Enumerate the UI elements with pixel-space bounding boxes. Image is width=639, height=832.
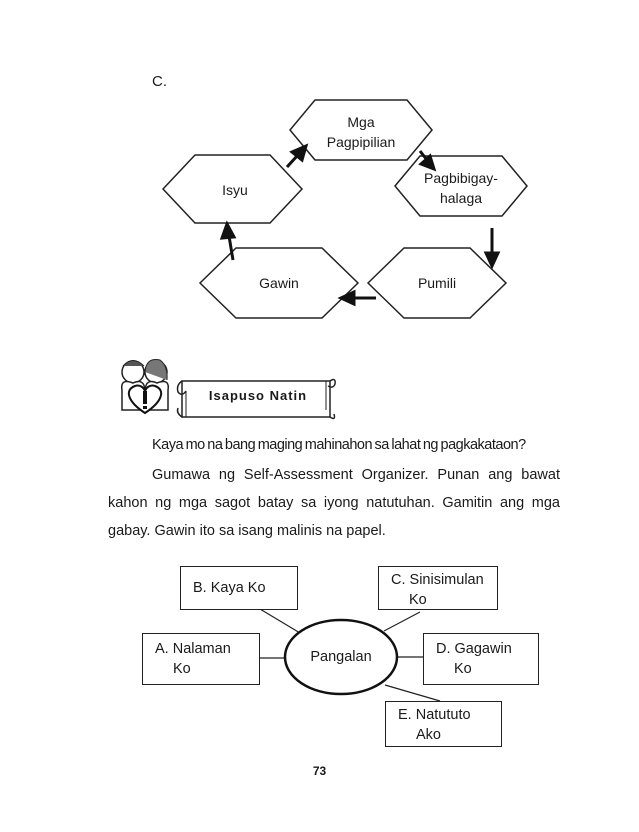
children-heart-icon bbox=[120, 359, 170, 415]
center-ellipse bbox=[283, 618, 399, 696]
hex-label-gawin: Gawin bbox=[259, 275, 299, 291]
box-kaya-ko: B. Kaya Ko bbox=[180, 566, 298, 610]
instruction-text: Gumawa ng Self-Assessment Organizer. Pun… bbox=[108, 467, 560, 539]
hex-label-mga-pagpipilian: Mga Pagpipilian bbox=[326, 114, 396, 150]
arrow-pagpipilian-to-pagbibigay bbox=[418, 150, 437, 172]
connector-e bbox=[384, 684, 441, 702]
arrow-isyu-to-pagpipilian bbox=[285, 143, 309, 169]
hex-mga-pagpipilian bbox=[289, 99, 433, 161]
hex-gawin bbox=[198, 247, 360, 319]
page-number: 73 bbox=[312, 764, 327, 778]
section-label: C. bbox=[152, 73, 167, 90]
banner-scroll bbox=[176, 378, 336, 420]
connector-c bbox=[383, 611, 421, 632]
hex-label-isyu: Isyu bbox=[222, 182, 248, 198]
box-sinisimulan-ko: C. Sinisimulan Ko bbox=[378, 566, 498, 610]
hex-isyu bbox=[161, 154, 304, 224]
arrow-pagbibigay-to-pumili bbox=[483, 228, 501, 270]
connector-b bbox=[259, 608, 301, 634]
hex-label-pagbibigay-halaga: Pagbibigay- halaga bbox=[424, 170, 498, 206]
hex-pagbibigay-halaga bbox=[394, 155, 528, 217]
box-nalaman-ko: A. Nalaman Ko bbox=[142, 633, 260, 685]
arrow-gawin-to-isyu bbox=[219, 220, 237, 261]
question-text: Kaya mo na bang maging mahinahon sa laha… bbox=[152, 437, 526, 453]
center-label: Pangalan bbox=[310, 649, 372, 665]
banner-title: Isapuso Natin bbox=[208, 388, 308, 403]
hex-label-pumili: Pumili bbox=[417, 275, 457, 291]
hex-pumili bbox=[366, 247, 508, 319]
box-gagawin-ko: D. Gagawin Ko bbox=[423, 633, 539, 685]
arrow-pumili-to-gawin bbox=[337, 289, 376, 307]
box-natututo-ako: E. Natututo Ako bbox=[385, 701, 502, 747]
